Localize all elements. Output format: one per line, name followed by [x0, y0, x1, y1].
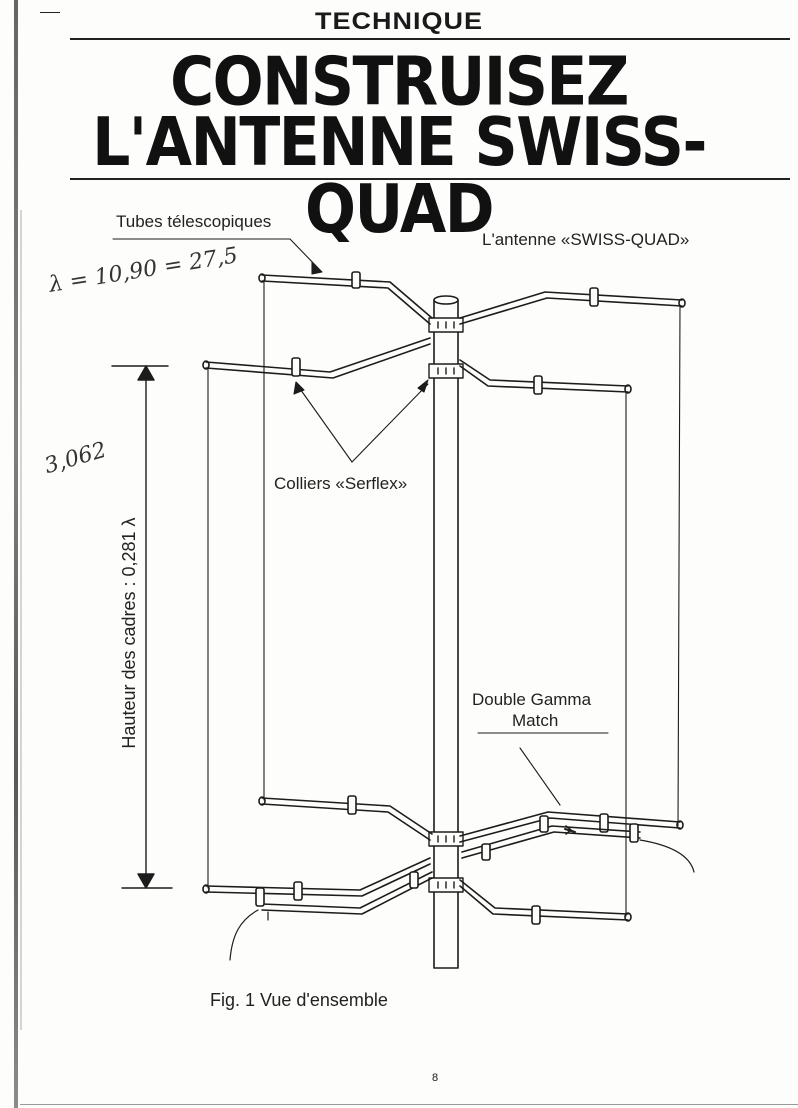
- mast: [433, 295, 459, 969]
- scan-edge-shadow: [20, 210, 22, 1030]
- upper-arms: [202, 271, 686, 395]
- title-rule: [70, 178, 790, 180]
- label-tubes-telescopiques: Tubes télescopiques: [116, 212, 272, 231]
- leader-lines: [112, 238, 609, 806]
- feed-cables: [229, 839, 695, 961]
- lower-arms: [202, 795, 684, 925]
- label-hauteur-cadres: Hauteur des cadres : 0,281 λ: [119, 517, 139, 749]
- scan-edge: [14, 0, 18, 1108]
- kicker-rule: [70, 38, 790, 40]
- height-dimension: [111, 365, 173, 889]
- page-number: 8: [432, 1072, 439, 1084]
- label-match: Match: [512, 711, 559, 730]
- bottom-edge: [20, 1104, 798, 1105]
- label-double-gamma: Double Gamma: [472, 690, 592, 709]
- loop-wires: [207, 279, 681, 917]
- title-line-1: CONSTRUISEZ: [170, 42, 629, 122]
- top-mark: [40, 12, 60, 13]
- label-colliers-serflex: Colliers «Serflex»: [274, 474, 408, 493]
- title-line-2: L'ANTENNE SWISS-QUAD: [92, 103, 707, 249]
- figure-caption: Fig. 1 Vue d'ensemble: [210, 990, 388, 1010]
- label-antenna-name: L'antenne «SWISS-QUAD»: [482, 230, 690, 249]
- section-kicker: TECHNIQUE: [314, 7, 483, 35]
